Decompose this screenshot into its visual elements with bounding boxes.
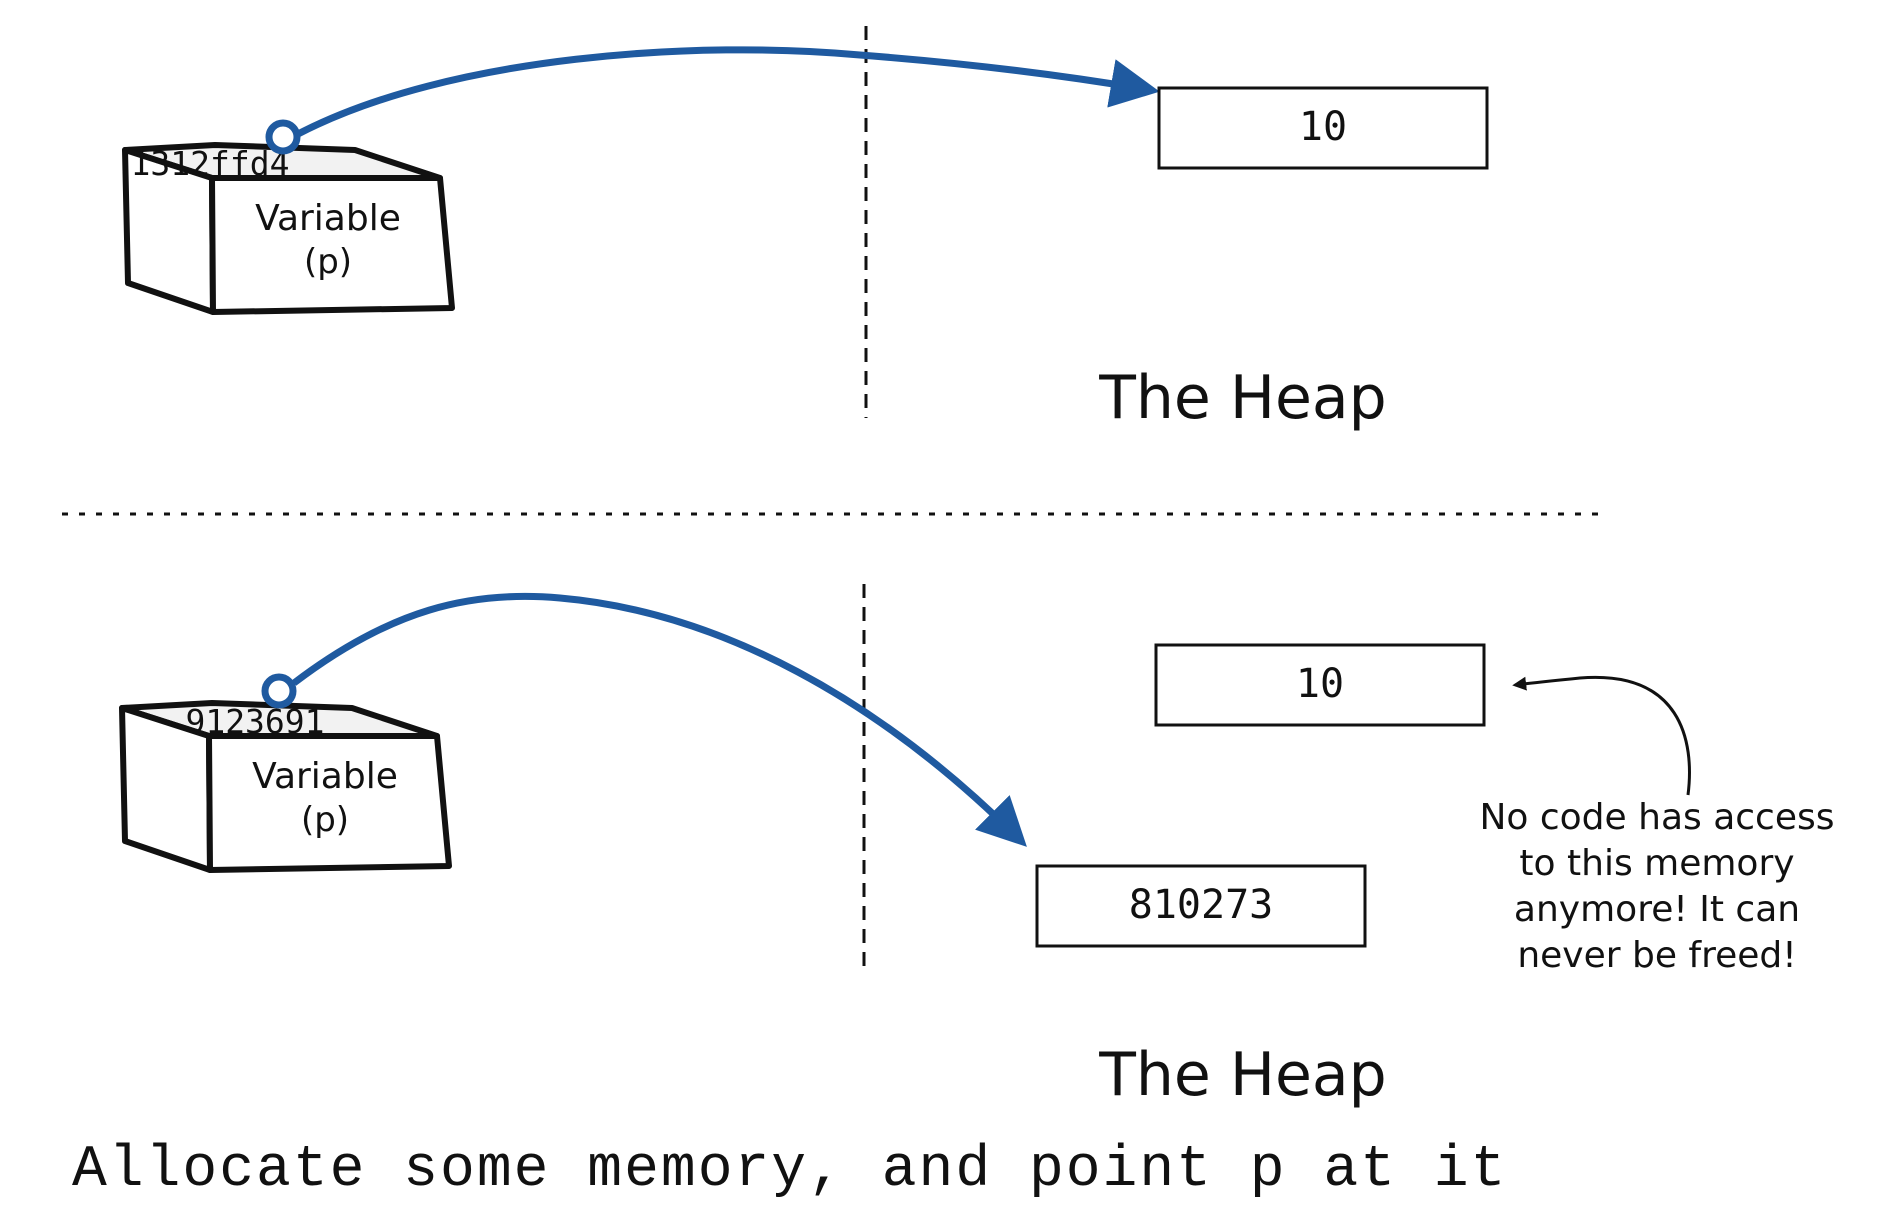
heap-block: 10 xyxy=(1157,86,1489,170)
variable-label: Variable xyxy=(252,756,398,797)
heap-label: The Heap xyxy=(1098,363,1387,433)
caption: Allocate some memory, and point p at it xyxy=(72,1138,1508,1203)
svg-text:to this memory: to this memory xyxy=(1519,843,1794,884)
pointer-arrow xyxy=(291,592,1027,847)
variable-box: 9123691 Variable (p) xyxy=(119,700,452,873)
svg-text:never be freed!: never be freed! xyxy=(1517,935,1796,976)
variable-box: 1312ffd4 Variable (p) xyxy=(122,142,455,315)
svg-text:10: 10 xyxy=(1299,104,1347,150)
heap-label: The Heap xyxy=(1098,1040,1387,1110)
variable-name: (p) xyxy=(301,800,349,840)
svg-text:anymore! It can: anymore! It can xyxy=(1514,889,1800,930)
pointer-origin-icon xyxy=(261,673,297,709)
heap-block-leaked: 10 xyxy=(1154,643,1486,727)
variable-name: (p) xyxy=(304,242,352,282)
annotation-arrow xyxy=(1512,675,1691,796)
svg-text:810273: 810273 xyxy=(1129,882,1274,928)
heap-block-new: 810273 xyxy=(1035,864,1367,948)
variable-address: 1312ffd4 xyxy=(131,144,290,183)
variable-address: 9123691 xyxy=(185,702,324,741)
top-panel: 1312ffd4 Variable (p) 10 The Heap xyxy=(122,26,1489,433)
svg-text:10: 10 xyxy=(1296,661,1344,707)
pointer-origin-icon xyxy=(265,119,301,155)
variable-label: Variable xyxy=(255,198,401,239)
bottom-panel: 9123691 Variable (p) 10 810273 No code h… xyxy=(119,584,1835,1110)
pointer-arrow xyxy=(296,46,1160,138)
leak-annotation: No code has access to this memory anymor… xyxy=(1479,797,1834,976)
svg-text:No code has access: No code has access xyxy=(1479,797,1834,838)
